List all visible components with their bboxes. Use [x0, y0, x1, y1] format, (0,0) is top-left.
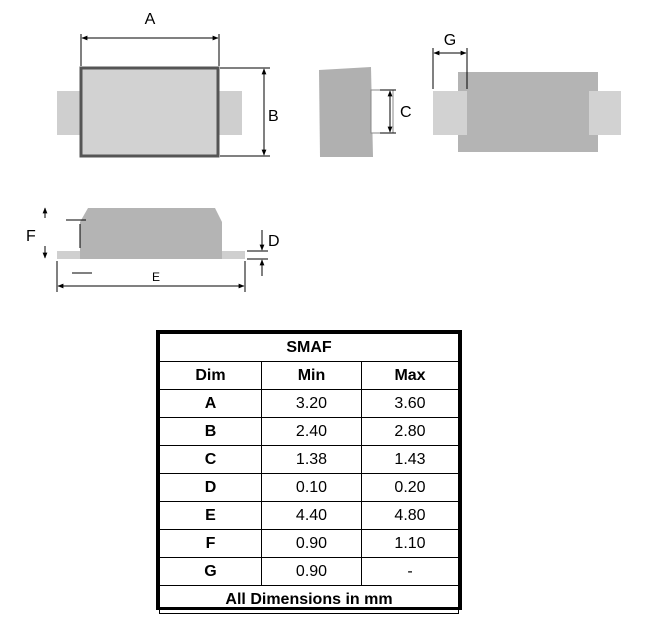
row-max: 2.80	[361, 417, 459, 446]
row-max: 0.20	[361, 473, 459, 502]
end-view: C	[319, 67, 412, 157]
row-max: -	[361, 557, 459, 586]
row-min: 2.40	[261, 417, 362, 446]
dimension-table-grid: SMAF Dim Min Max A 3.20 3.60 B 2.40 2.80…	[159, 333, 459, 614]
bottom-view: G	[432, 32, 621, 152]
row-min: 0.10	[261, 473, 362, 502]
table-footer: All Dimensions in mm	[159, 585, 459, 614]
row-dim: E	[159, 501, 262, 530]
bottom-view-right-pad	[589, 91, 621, 135]
package-outline-drawing: A B C G F	[26, 11, 621, 292]
table-row: A 3.20 3.60	[159, 389, 459, 418]
table-row: F 0.90 1.10	[159, 529, 459, 558]
row-max: 1.10	[361, 529, 459, 558]
row-min: 0.90	[261, 529, 362, 558]
row-max: 1.43	[361, 445, 459, 474]
table-row: D 0.10 0.20	[159, 473, 459, 502]
side-view: F D E	[26, 207, 280, 292]
dim-e-label: E	[152, 270, 160, 284]
row-max: 3.60	[361, 389, 459, 418]
top-view-body	[79, 66, 220, 158]
dim-d-label: D	[268, 233, 280, 250]
table-title-row: SMAF	[159, 333, 459, 362]
table-header-row: Dim Min Max	[159, 361, 459, 390]
row-min: 3.20	[261, 389, 362, 418]
row-dim: B	[159, 417, 262, 446]
row-min: 4.40	[261, 501, 362, 530]
dimension-table: SMAF Dim Min Max A 3.20 3.60 B 2.40 2.80…	[156, 330, 462, 614]
dim-a-label: A	[145, 11, 156, 28]
bottom-view-body	[458, 72, 598, 152]
dim-g-label: G	[444, 32, 456, 49]
row-dim: F	[159, 529, 262, 558]
bottom-view-left-pad	[433, 91, 467, 135]
table-footer-row: All Dimensions in mm	[159, 585, 459, 614]
top-view-left-lead	[57, 91, 83, 135]
table-row: G 0.90 -	[159, 557, 459, 586]
header-min: Min	[261, 361, 362, 390]
header-dim: Dim	[159, 361, 262, 390]
row-min: 0.90	[261, 557, 362, 586]
dim-b-label: B	[268, 108, 279, 125]
dim-c-label: C	[400, 104, 412, 121]
header-max: Max	[361, 361, 459, 390]
table-row: E 4.40 4.80	[159, 501, 459, 530]
row-dim: D	[159, 473, 262, 502]
end-view-body	[319, 67, 373, 157]
row-dim: G	[159, 557, 262, 586]
table-title: SMAF	[159, 333, 459, 362]
row-min: 1.38	[261, 445, 362, 474]
row-dim: C	[159, 445, 262, 474]
table-row: C 1.38 1.43	[159, 445, 459, 474]
side-view-body	[80, 208, 222, 259]
top-view-right-lead	[216, 91, 242, 135]
dim-f-label: F	[26, 228, 36, 245]
table-row: B 2.40 2.80	[159, 417, 459, 446]
top-view: A B	[57, 11, 279, 158]
row-dim: A	[159, 389, 262, 418]
row-max: 4.80	[361, 501, 459, 530]
